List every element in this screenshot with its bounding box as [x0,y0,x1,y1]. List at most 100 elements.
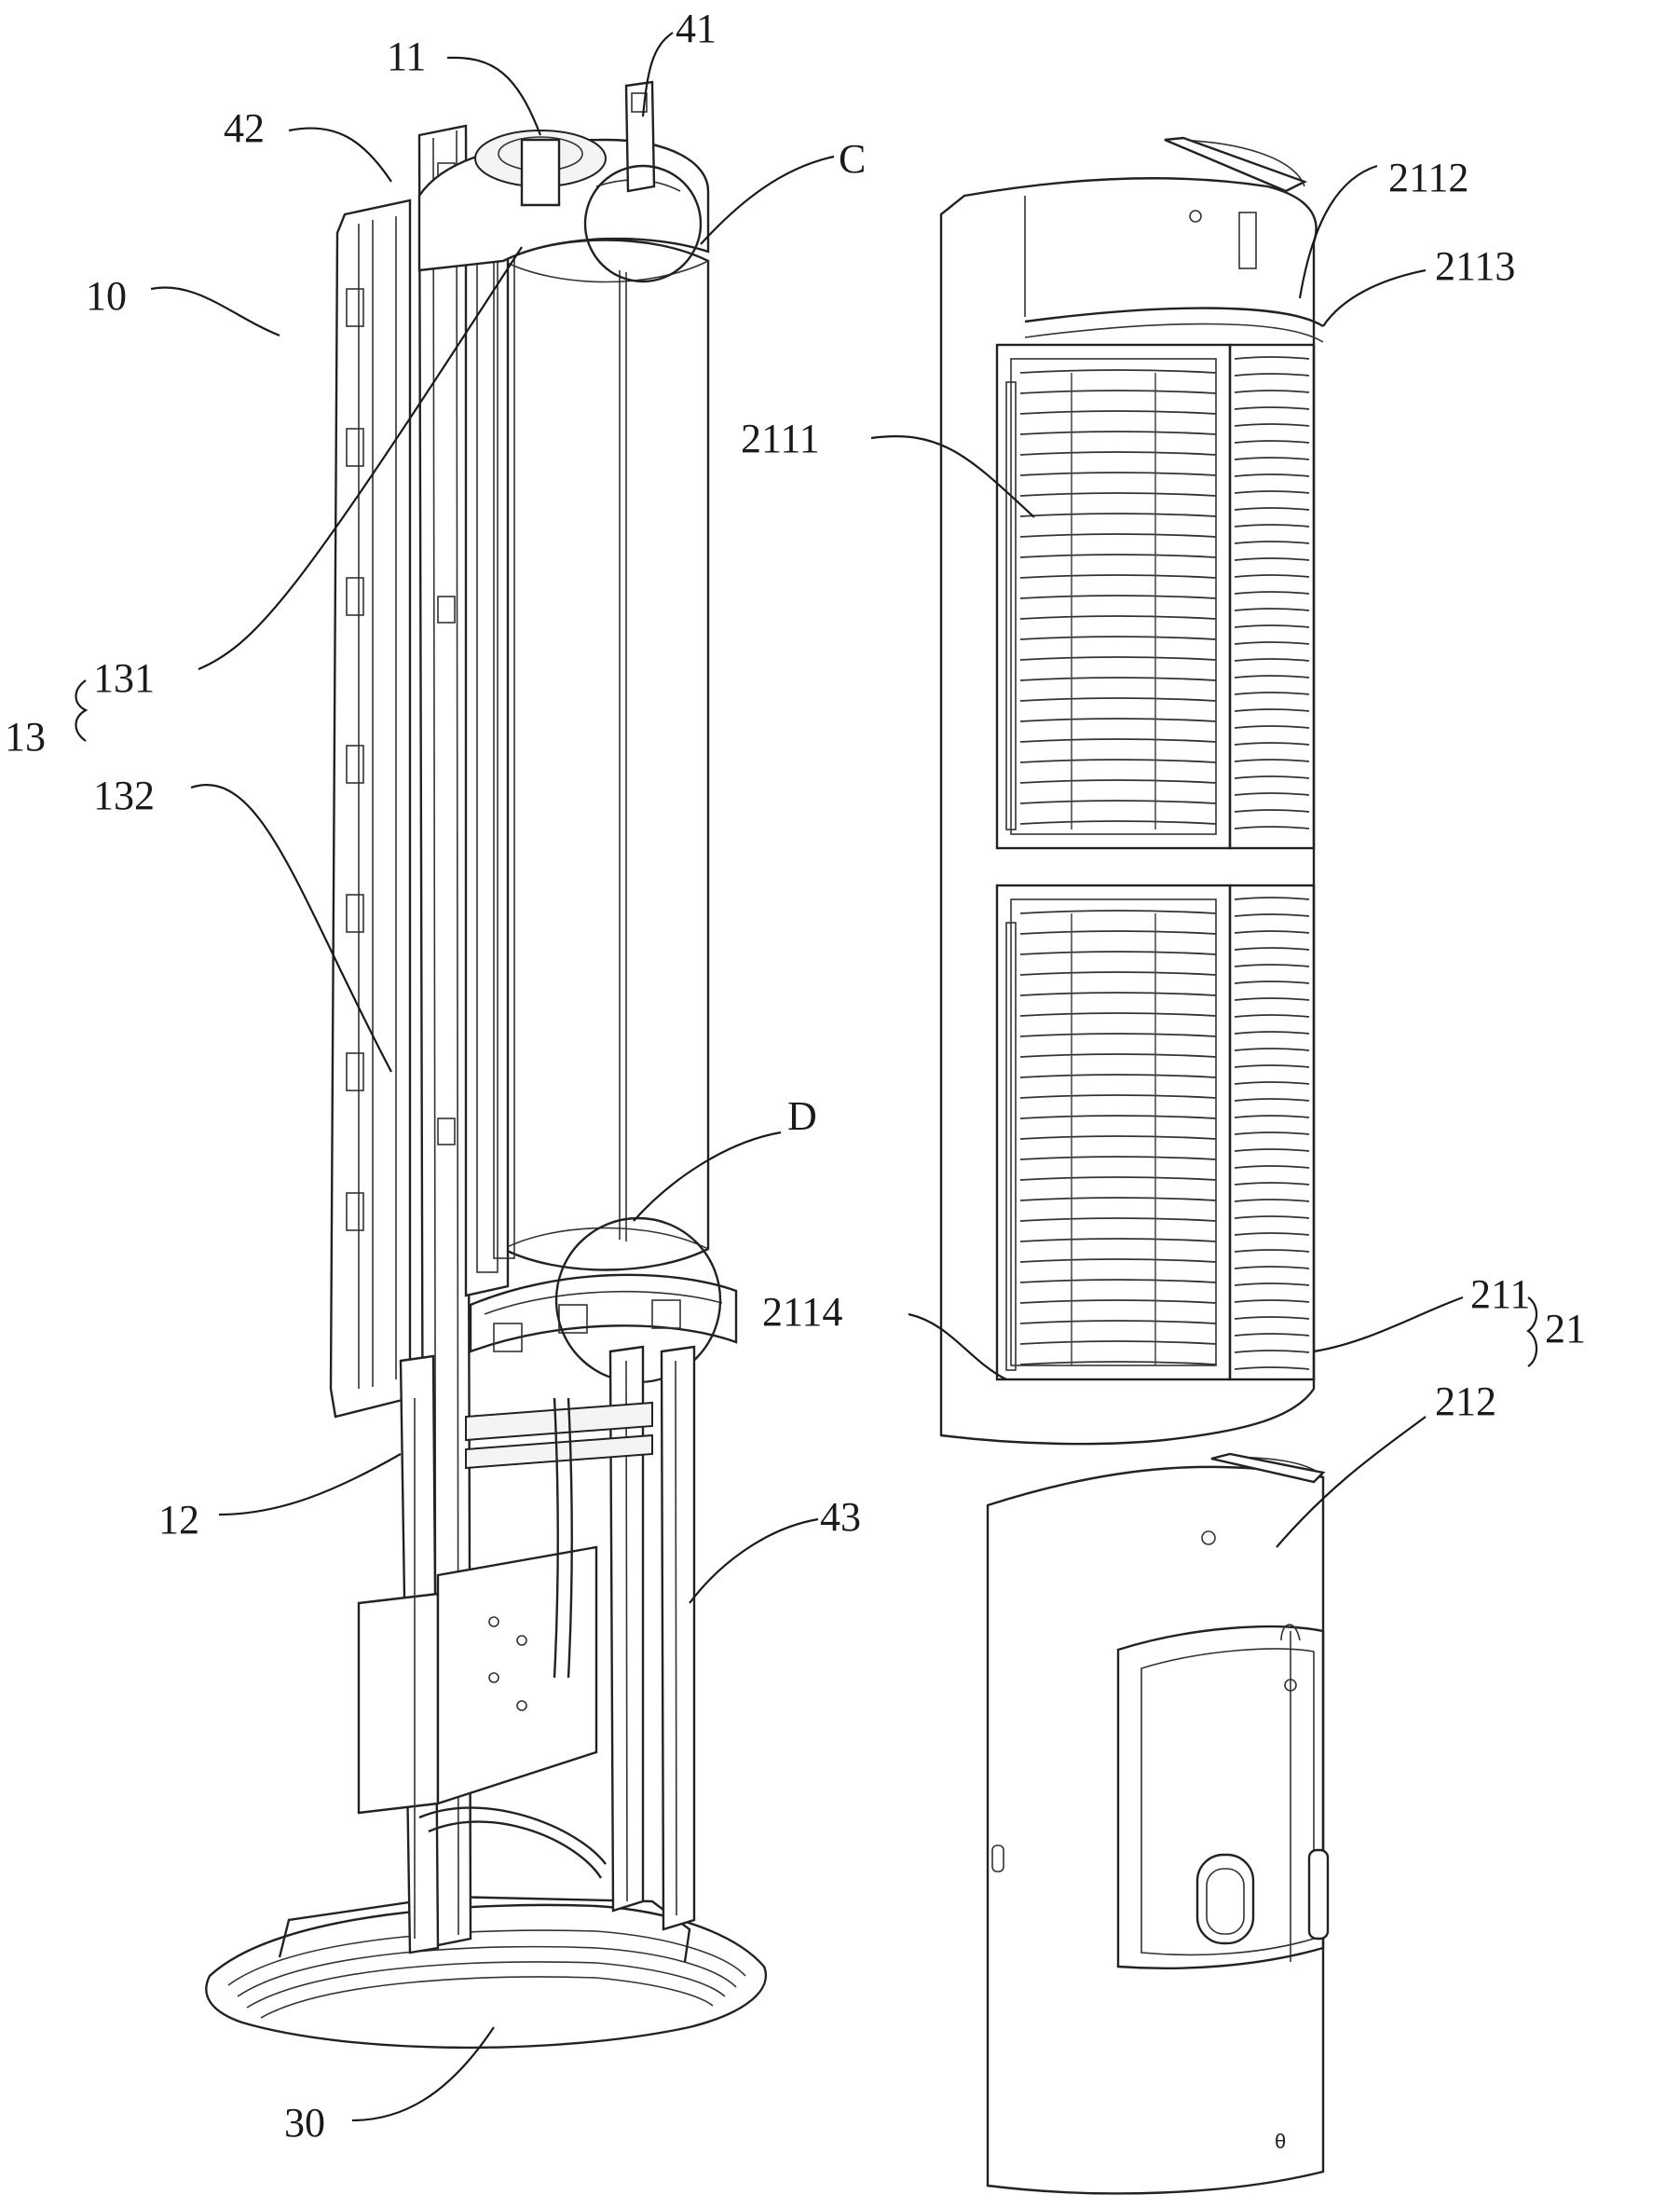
grille-bar-upper-side [1234,373,1310,377]
grille-bar-lower-side [1234,1316,1310,1320]
top-cap [417,130,710,272]
grille-bar-lower-main [1019,1033,1217,1037]
evaporator-cylinder [501,239,710,1271]
grille-bar-lower-side [1234,1081,1310,1085]
grille-bar-upper-side [1234,608,1310,611]
grille-bar-lower-main [1019,1156,1217,1160]
label-2114: 2114 [762,1289,842,1335]
grille-bar-upper-side [1234,775,1310,779]
label-212: 212 [1435,1378,1496,1424]
grille-bar-lower-side [1234,1249,1310,1253]
grille-bar-lower-side [1234,947,1310,951]
grille-bar-upper-main [1019,451,1217,456]
grille-bar-upper-side [1234,541,1310,544]
grille-bar-lower-main [1019,951,1217,955]
grille-bar-lower-side [1234,1131,1310,1135]
grille-bar-lower-main [1019,930,1217,935]
grille-bar-upper-main [1019,759,1217,763]
label-131: 131 [93,655,155,701]
grille-bar-lower-side [1234,1333,1310,1337]
grille-bar-lower-side [1234,1199,1310,1202]
base-plate [205,1895,767,2050]
front-panel-assembly: θ [939,136,1330,2195]
grille-bar-upper-side [1234,742,1310,746]
grille-bar-upper-main [1019,513,1217,517]
grille-bar-lower-main [1019,1299,1217,1304]
label-41: 41 [676,6,717,51]
grille-bar-upper-side [1234,725,1310,729]
middle-pillar [464,208,515,1297]
grille-bar-lower-main [1019,1361,1217,1365]
grille-bar-upper-side [1234,507,1310,511]
grille-bar-lower-side [1234,1148,1310,1152]
grille-bar-lower-side [1234,1098,1310,1102]
grille-bar-lower-side [1234,1266,1310,1269]
grille-bar-lower-main [1019,992,1217,996]
lower-panel: θ [986,1452,1330,2195]
grille-bar-upper-main [1019,369,1217,374]
grille-bar-upper-side [1234,809,1310,813]
grille-bar-lower-main [1019,1074,1217,1078]
grille-bar-lower-side [1234,930,1310,934]
grille-bar-lower-side [1234,1165,1310,1169]
label-211: 211 [1470,1271,1530,1317]
grille-bar-upper-main [1019,697,1217,702]
grille-bar-lower-side [1234,997,1310,1001]
lower-ring [469,1273,738,1353]
grille-bar-lower-main [1019,1176,1217,1181]
grille-bar-lower-main [1019,971,1217,976]
label-13: 13 [5,714,46,760]
grille-bar-upper-main [1019,574,1217,579]
label-11: 11 [387,34,426,79]
grille-bar-lower-side [1234,1048,1310,1051]
grille-bar-lower-main [1019,910,1217,914]
grille-bar-lower-side [1234,913,1310,917]
grille-bar-lower-main [1019,1115,1217,1119]
top-handle [624,80,656,193]
label-2113: 2113 [1435,243,1515,289]
grille-bar-lower-main [1019,1053,1217,1058]
label-21: 21 [1545,1306,1586,1351]
grille-bar-lower-main [1019,1238,1217,1242]
grille-bar-upper-side [1234,524,1310,528]
grille-bar-upper-main [1019,615,1217,620]
grille-bar-upper-main [1019,636,1217,640]
grille-bar-lower-side [1234,1014,1310,1018]
label-30: 30 [284,2100,325,2146]
grille-bar-lower-side [1234,1064,1310,1068]
grille-bar-upper-side [1234,624,1310,628]
grille-bar-upper-main [1019,800,1217,804]
leader-lines [75,32,1538,2122]
grille-bar-lower-main [1019,1094,1217,1099]
svg-text:θ: θ [1275,2130,1286,2153]
grille-bar-lower-main [1019,1340,1217,1345]
grille-bar-lower-main [1019,1135,1217,1140]
grille-bar-upper-side [1234,826,1310,830]
lower-frame [357,1345,696,1954]
label-132: 132 [93,773,155,818]
brace-21 [1526,1296,1538,1367]
grille-bar-lower-side [1234,1115,1310,1118]
grille-bar-lower-side [1234,1282,1310,1286]
grille-bar-upper-side [1234,658,1310,662]
grille-bar-upper-main [1019,595,1217,599]
grille-bar-upper-main [1019,677,1217,681]
grille-bar-lower-side [1234,1031,1310,1035]
indoor-unit-frame [205,80,767,2050]
label-12: 12 [158,1497,199,1543]
grille-bar-lower-side [1234,964,1310,967]
grille-bar-upper-main [1019,718,1217,722]
grille-bar-upper-side [1234,390,1310,393]
grille-bar-upper-side [1234,356,1310,360]
label-42: 42 [224,105,265,151]
grille-bar-upper-main [1019,410,1217,415]
grille-bar-upper-side [1234,473,1310,477]
grille-bar-upper-side [1234,675,1310,679]
detail-circle-c [583,164,703,283]
grille-bar-lower-side [1234,1350,1310,1353]
grille-bar-upper-main [1019,820,1217,825]
grille-bar-upper-side [1234,440,1310,444]
grille-bar-upper-main [1019,738,1217,743]
grille-bar-lower-side [1234,1366,1310,1370]
